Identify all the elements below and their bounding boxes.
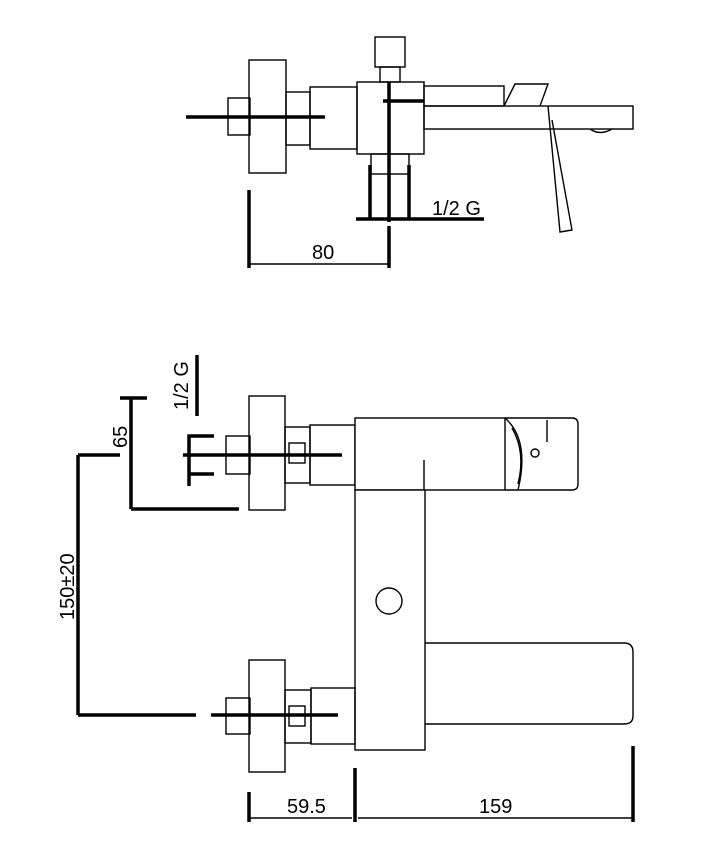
top-cartridge-cap — [374, 36, 406, 68]
top-spout-cap — [503, 83, 549, 107]
top-spout-upper — [423, 85, 505, 107]
top-cartridge-stem — [379, 66, 401, 83]
front-upper-flange — [248, 395, 286, 511]
top-view: 1/2 G 80 — [186, 36, 634, 268]
top-aerator — [589, 128, 613, 134]
front-body-head — [354, 417, 506, 491]
front-upper-hex — [288, 442, 306, 464]
front-body-column — [354, 489, 426, 751]
front-thread-label: 1/2 G — [171, 361, 193, 410]
front-spout — [425, 642, 634, 725]
front-dim-65-label: 65 — [110, 426, 132, 448]
front-view: 1/2 G 65 150±20 — [57, 355, 635, 822]
top-thread-label: 1/2 G — [432, 198, 481, 220]
front-dim-150-label: 150±20 — [57, 553, 79, 620]
top-spout — [423, 105, 634, 130]
top-lever — [547, 105, 573, 233]
top-dim-80-label: 80 — [312, 242, 334, 264]
front-lever-handle — [505, 417, 579, 491]
front-diverter-knob — [375, 587, 403, 615]
front-lever-curve-inner — [511, 427, 522, 485]
front-dim-59-5-label: 59.5 — [287, 796, 326, 818]
front-lever-dot — [530, 448, 540, 458]
front-lever-curve — [504, 417, 523, 491]
front-thread-bracket — [187, 434, 214, 486]
front-dim-159-label: 159 — [479, 796, 512, 818]
